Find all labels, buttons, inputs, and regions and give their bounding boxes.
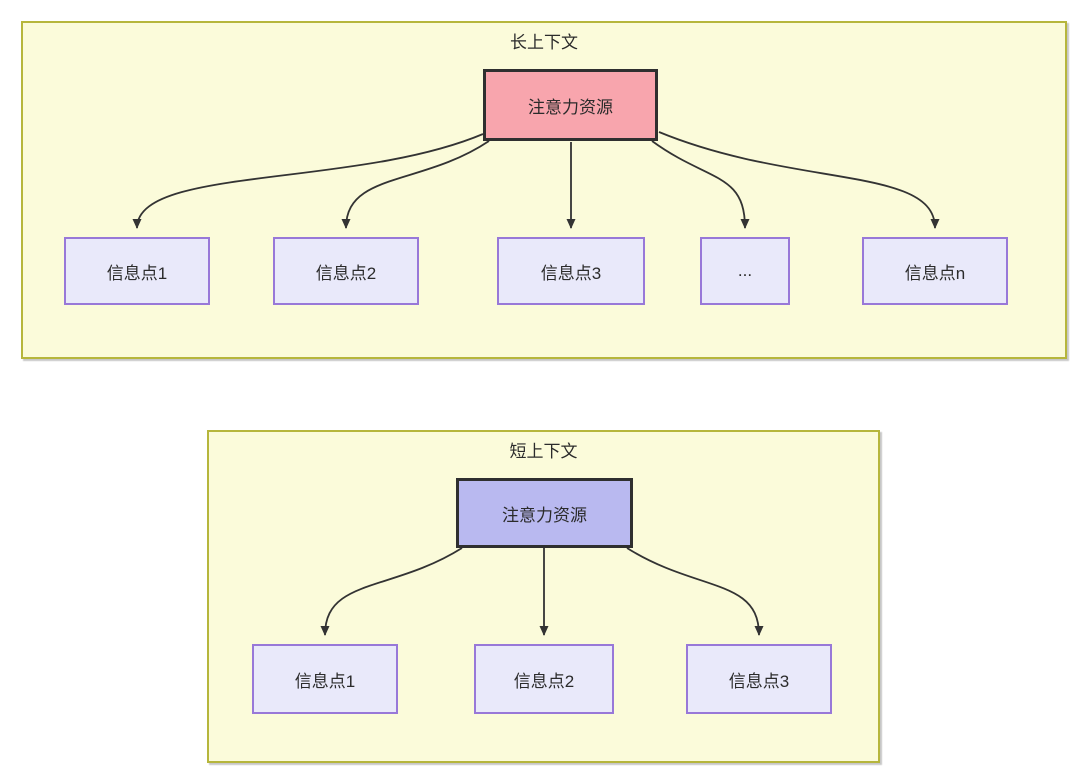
short-info-node-2: 信息点2 xyxy=(474,644,614,714)
long-context-title: 长上下文 xyxy=(510,33,578,52)
long-info-node-ellipsis: ... xyxy=(700,237,790,305)
short-attention-box: 注意力资源 xyxy=(456,478,633,548)
short-info-node-1: 信息点1 xyxy=(252,644,398,714)
short-info-node-3: 信息点3 xyxy=(686,644,832,714)
long-info-node-1: 信息点1 xyxy=(64,237,210,305)
long-attention-box: 注意力资源 xyxy=(483,69,658,141)
long-info-node-3: 信息点3 xyxy=(497,237,645,305)
short-context-title: 短上下文 xyxy=(509,442,578,461)
long-info-node-n: 信息点n xyxy=(862,237,1008,305)
long-info-node-2: 信息点2 xyxy=(273,237,419,305)
